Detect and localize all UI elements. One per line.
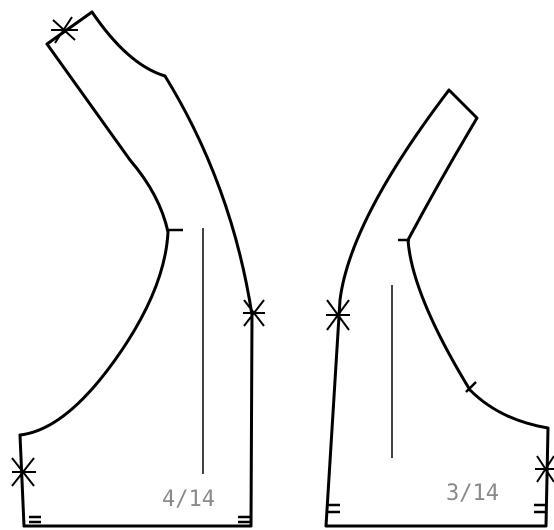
notch-mark bbox=[465, 381, 477, 393]
cross-mark bbox=[51, 16, 78, 44]
cross-mark bbox=[243, 299, 265, 327]
cross-mark bbox=[326, 299, 350, 331]
notch-mark bbox=[238, 515, 251, 524]
cross-mark bbox=[535, 455, 554, 483]
notch-mark bbox=[29, 515, 41, 524]
cross-mark bbox=[11, 457, 36, 487]
piece-outline-right bbox=[324, 88, 550, 528]
pattern-piece-left: 4/14 bbox=[11, 10, 265, 528]
piece-outline-left bbox=[18, 10, 254, 528]
notch-mark bbox=[326, 503, 340, 514]
piece-label-right: 3/14 bbox=[446, 481, 499, 506]
notch-mark bbox=[534, 503, 546, 514]
piece-label-left: 4/14 bbox=[162, 487, 215, 512]
pattern-piece-right: 3/14 bbox=[324, 88, 554, 528]
